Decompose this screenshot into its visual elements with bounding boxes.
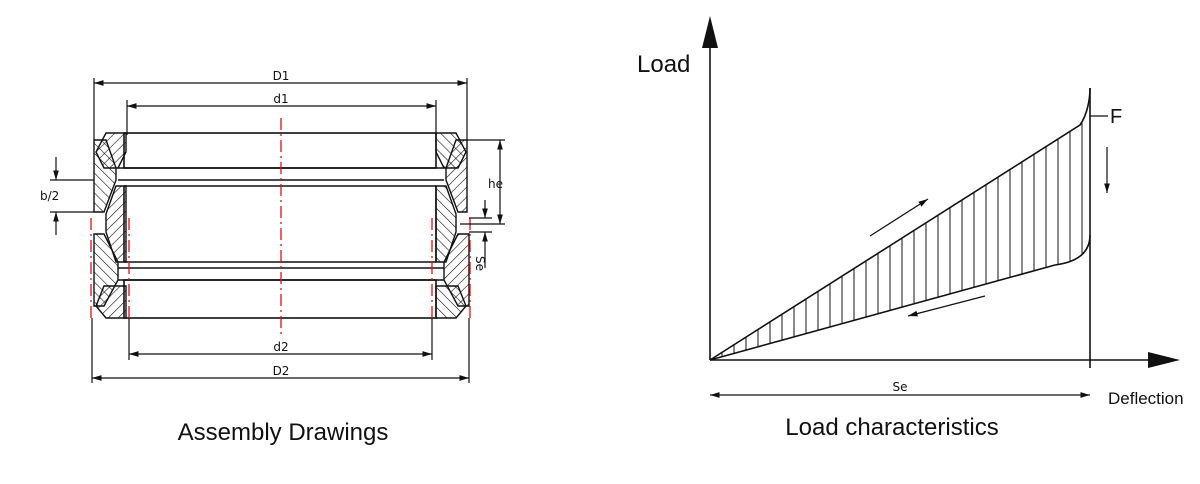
label-se: Se <box>473 256 487 271</box>
left-wall-sections <box>93 132 127 319</box>
label-D1: D1 <box>273 69 290 83</box>
hysteresis-hatching <box>721 88 1083 360</box>
right-wall-sections <box>435 132 470 319</box>
centerlines <box>90 118 471 335</box>
y-axis-label: Load <box>637 51 690 78</box>
label-d2: d2 <box>273 340 288 354</box>
label-D2: D2 <box>273 364 290 378</box>
chart-se-label: Se <box>893 380 908 394</box>
unloading-direction-arrow <box>907 295 986 317</box>
y-axis-arrowhead <box>702 16 718 48</box>
dimension-D1: D1 <box>94 69 467 86</box>
spring-body <box>118 132 444 319</box>
dimension-se: Se <box>469 200 492 271</box>
loading-curve <box>709 87 1091 361</box>
dimension-he: he <box>460 139 505 225</box>
label-b2: b/2 <box>40 189 59 203</box>
load-chart: Load Deflection F Se Load characteristic… <box>637 16 1184 441</box>
dimension-d2: d2 <box>129 340 432 357</box>
loading-direction-arrow <box>869 198 929 237</box>
unloading-curve <box>709 234 1091 361</box>
load-chart-caption: Load characteristics <box>785 414 998 441</box>
x-axis-arrowhead <box>1148 352 1180 368</box>
dimension-D2: D2 <box>92 364 469 381</box>
force-label: F <box>1110 106 1122 128</box>
dimension-d1: d1 <box>127 92 436 109</box>
label-he: he <box>488 177 503 191</box>
x-axis-label: Deflection <box>1108 389 1184 408</box>
label-d1: d1 <box>273 92 288 106</box>
assembly-drawing: D1 d1 d2 D2 <box>40 69 505 446</box>
assembly-caption: Assembly Drawings <box>178 419 389 446</box>
dimension-b2: b/2 <box>40 157 94 235</box>
